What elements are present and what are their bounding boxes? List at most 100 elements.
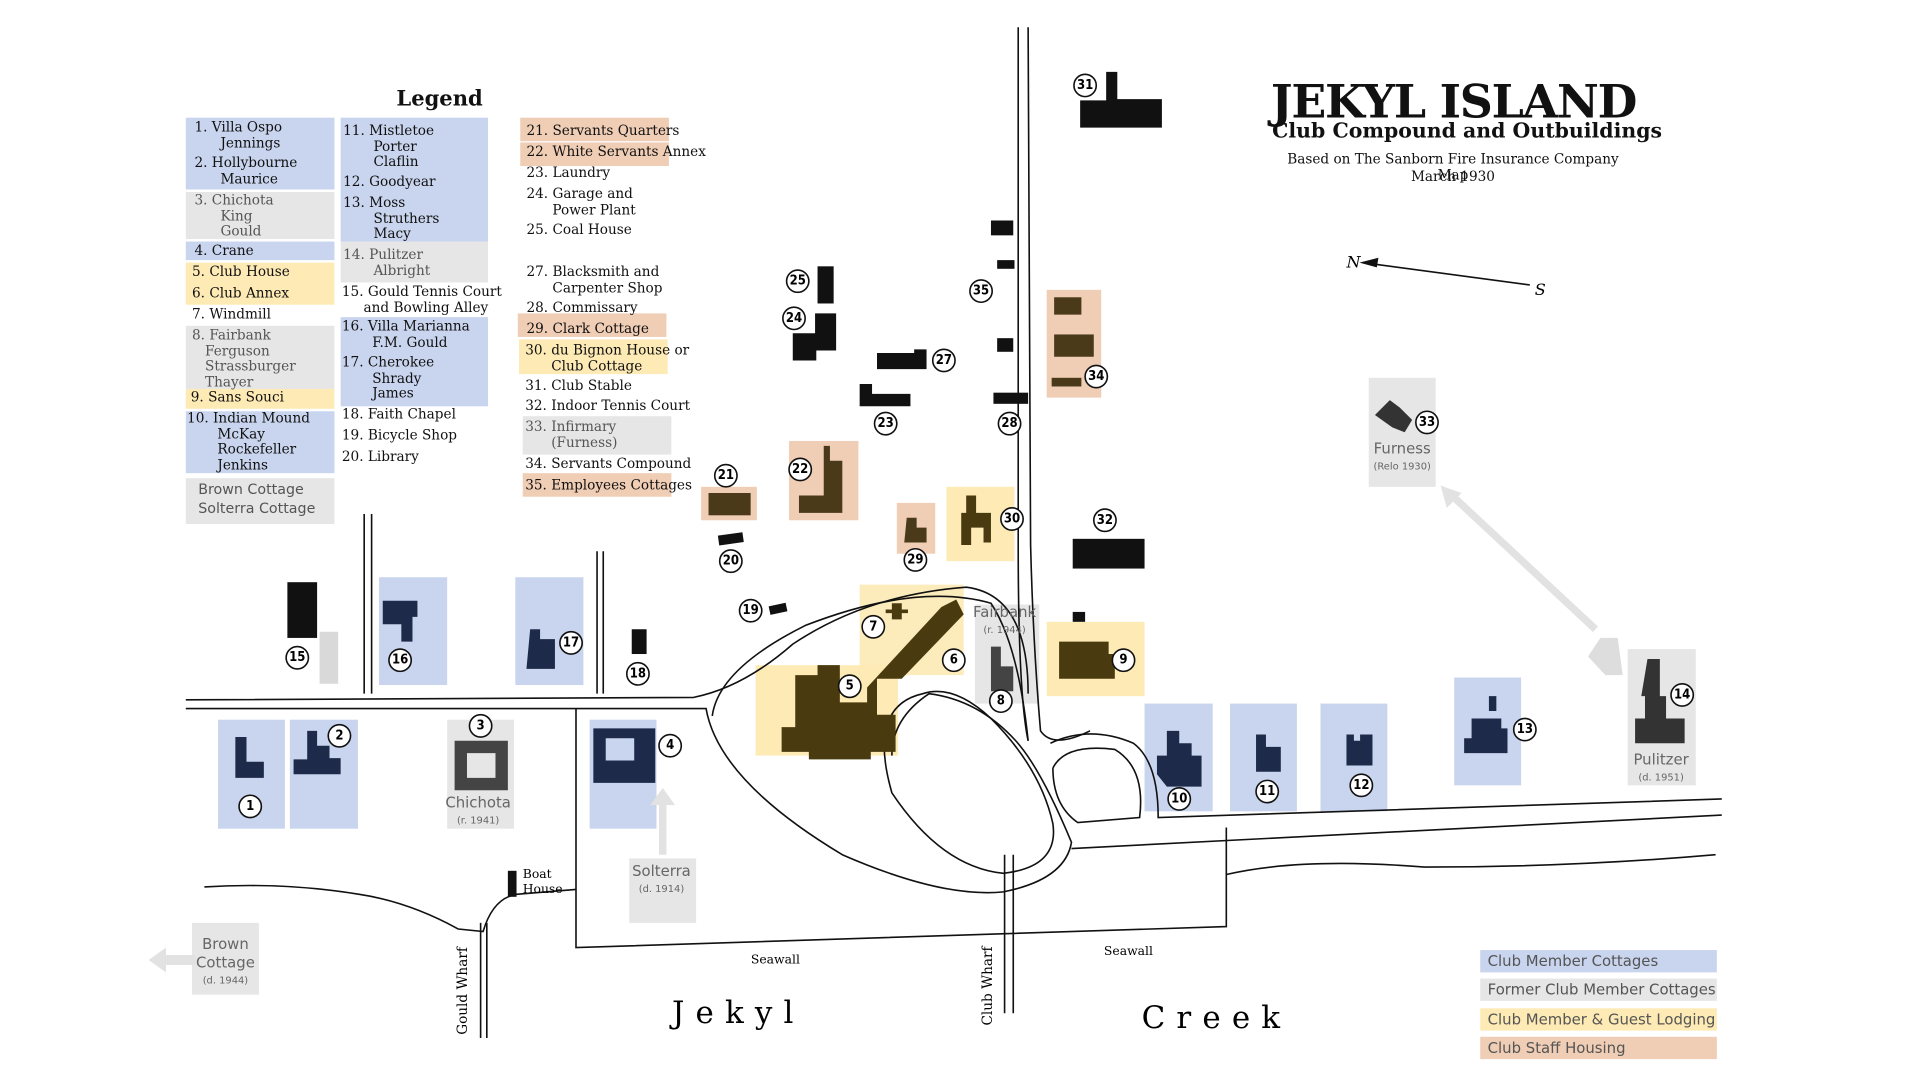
svg-text:31: 31 bbox=[1077, 78, 1093, 93]
marker[interactable]: 34 bbox=[1084, 364, 1109, 389]
marker[interactable]: 28 bbox=[997, 411, 1022, 436]
marker[interactable]: 5 bbox=[837, 674, 862, 699]
marker[interactable]: 7 bbox=[861, 614, 886, 639]
marker[interactable]: 17 bbox=[559, 630, 583, 655]
legend-item: 13. Moss Struthers Macy bbox=[343, 194, 440, 242]
legend-item: 30. du Bignon House or Club Cottage bbox=[525, 341, 690, 374]
legend-item: 9. Sans Souci bbox=[190, 388, 284, 406]
marker[interactable]: 24 bbox=[782, 306, 806, 331]
marker[interactable]: 1 bbox=[238, 794, 263, 819]
legend-item: 10. Indian Mound McKay Rockefeller Jenki… bbox=[187, 410, 310, 473]
label-seawall: Seawall bbox=[751, 953, 800, 967]
legend-item: 18. Faith Chapel bbox=[341, 406, 456, 423]
legend-item: 1. Villa Ospo Jennings bbox=[194, 118, 283, 151]
legend-item: 23. Laundry bbox=[526, 164, 611, 181]
legend-item: 8. Fairbank Ferguson Strassburger Thayer bbox=[191, 327, 296, 390]
legend-bg bbox=[185, 325, 335, 389]
buildings bbox=[235, 71, 1685, 897]
marker[interactable]: 11 bbox=[1255, 779, 1280, 804]
legend-item: 22. White Servants Annex bbox=[526, 143, 706, 160]
marker[interactable]: 8 bbox=[988, 689, 1013, 714]
marker[interactable]: 30 bbox=[1000, 507, 1024, 531]
label-pulitzer: Pulitzer bbox=[1633, 750, 1689, 768]
legend-item: 21. Servants Quarters bbox=[526, 122, 680, 139]
label-pulitzer-note: (d. 1951) bbox=[1638, 772, 1684, 783]
legend-bg bbox=[185, 117, 335, 190]
legend-heading: Legend bbox=[396, 86, 483, 112]
label-club-wharf: Club Wharf bbox=[980, 946, 996, 1026]
marker[interactable]: 6 bbox=[941, 648, 966, 673]
marker[interactable]: 4 bbox=[658, 733, 683, 758]
legend-item: 27. Blacksmith and Carpenter Shop bbox=[526, 263, 663, 296]
svg-text:27: 27 bbox=[936, 353, 952, 368]
key-guest-lodging: Club Member & Guest Lodging bbox=[1480, 1008, 1717, 1031]
legend-bg bbox=[519, 339, 668, 375]
svg-text:12: 12 bbox=[1353, 778, 1369, 793]
label-brown: Brown bbox=[202, 935, 249, 953]
label-furness-note: (Relo 1930) bbox=[1374, 461, 1431, 472]
legend-item: 33. Infirmary (Furness) bbox=[525, 418, 618, 451]
marker[interactable]: 15 bbox=[285, 645, 310, 670]
legend-bg bbox=[340, 117, 489, 242]
marker[interactable]: 29 bbox=[903, 547, 928, 572]
svg-text:28: 28 bbox=[1001, 416, 1017, 431]
relocation-arrows bbox=[148, 485, 1623, 973]
marker[interactable]: 10 bbox=[1167, 787, 1192, 811]
legend-item: 11. Mistletoe Porter Claflin bbox=[343, 122, 435, 170]
key-former-cottages: Former Club Member Cottages bbox=[1480, 978, 1717, 1001]
svg-text:30: 30 bbox=[1004, 512, 1020, 527]
svg-text:7: 7 bbox=[869, 619, 877, 634]
marker[interactable]: 21 bbox=[713, 463, 738, 488]
legend-bg bbox=[520, 142, 669, 166]
legend-bg bbox=[185, 262, 335, 305]
marker[interactable]: 14 bbox=[1670, 682, 1695, 707]
marker[interactable]: 33 bbox=[1415, 410, 1439, 435]
compass-south: S bbox=[1535, 280, 1546, 299]
svg-text:34: 34 bbox=[1088, 369, 1104, 384]
marker[interactable]: 16 bbox=[388, 648, 413, 673]
marker[interactable]: 2 bbox=[327, 723, 352, 748]
marker[interactable]: 13 bbox=[1512, 717, 1537, 742]
legend-bg bbox=[522, 416, 672, 455]
legend-bg bbox=[185, 411, 335, 474]
marker[interactable]: 18 bbox=[625, 661, 650, 686]
marker[interactable]: 32 bbox=[1092, 508, 1117, 533]
svg-text:25: 25 bbox=[790, 274, 806, 289]
legend-item: 31. Club Stable bbox=[525, 377, 632, 394]
legend-item: 32. Indoor Tennis Court bbox=[525, 397, 691, 414]
marker[interactable]: 9 bbox=[1111, 648, 1136, 673]
marker[interactable]: 23 bbox=[873, 411, 898, 436]
svg-text:17: 17 bbox=[563, 635, 579, 650]
legend-item: 15. Gould Tennis Court and Bowling Alley bbox=[341, 283, 502, 316]
label-boat-house: House bbox=[523, 882, 563, 896]
label-furness: Furness bbox=[1374, 439, 1431, 457]
svg-text:10: 10 bbox=[1171, 791, 1187, 806]
marker[interactable]: 20 bbox=[718, 549, 743, 574]
svg-text:8: 8 bbox=[997, 694, 1005, 709]
key-staff-housing: Club Staff Housing bbox=[1480, 1036, 1717, 1060]
legend-bg bbox=[340, 317, 489, 407]
svg-text:23: 23 bbox=[878, 416, 894, 431]
marker[interactable]: 19 bbox=[738, 598, 763, 623]
label-brown-cottage: Cottage bbox=[196, 953, 255, 971]
svg-text:9: 9 bbox=[1119, 653, 1127, 668]
map-title: JEKYL ISLAND bbox=[1270, 74, 1637, 129]
svg-text:5: 5 bbox=[846, 679, 854, 694]
svg-text:32: 32 bbox=[1097, 513, 1113, 528]
marker[interactable]: 3 bbox=[468, 713, 493, 738]
svg-text:19: 19 bbox=[743, 603, 759, 618]
label-seawall: Seawall bbox=[1104, 944, 1153, 958]
marker[interactable]: 35 bbox=[969, 279, 994, 304]
marker[interactable]: 31 bbox=[1073, 73, 1098, 98]
svg-text:20: 20 bbox=[723, 554, 739, 569]
svg-text:3: 3 bbox=[477, 718, 485, 733]
legend-item: 4. Crane bbox=[194, 242, 254, 259]
label-creek: Creek bbox=[1142, 1000, 1292, 1036]
marker[interactable]: 12 bbox=[1349, 773, 1374, 798]
marker[interactable]: 22 bbox=[788, 457, 813, 482]
marker[interactable]: 27 bbox=[931, 348, 956, 373]
label-solterra-note: (d. 1914) bbox=[639, 884, 685, 895]
marker[interactable]: 25 bbox=[785, 269, 810, 294]
